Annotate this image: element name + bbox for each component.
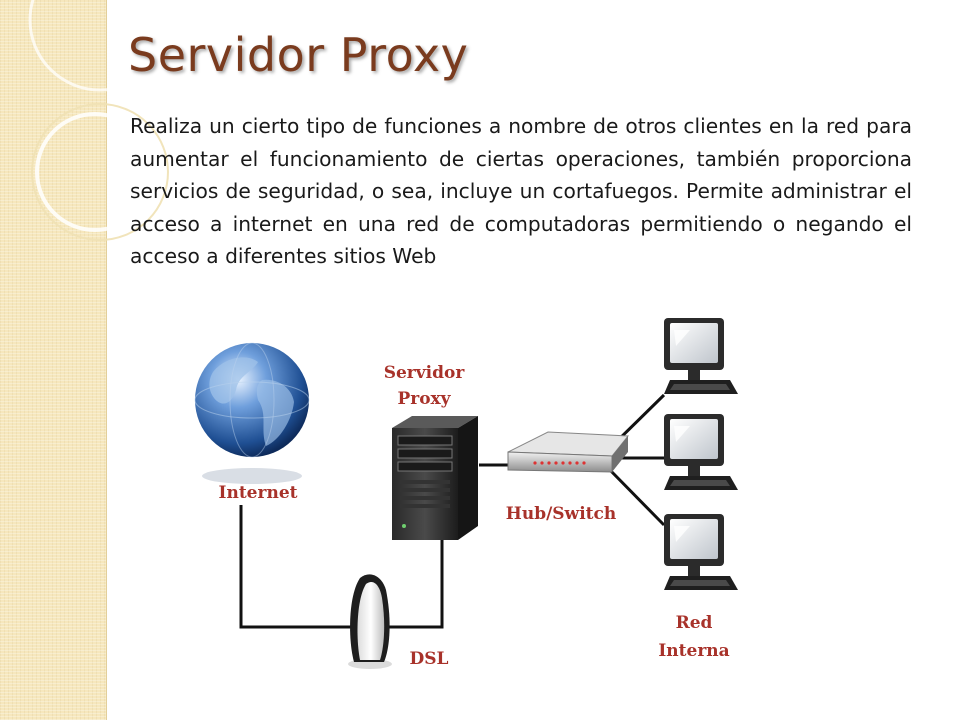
label-proxy-line2: Proxy (397, 389, 451, 409)
proxy-server-tower-icon (392, 416, 478, 540)
label-red-line2: Interna (658, 641, 729, 661)
side-decor-band (0, 0, 107, 720)
line-dsl-proxy (378, 540, 444, 629)
connector-lines (239, 393, 666, 629)
line-internet-dsl (239, 505, 356, 629)
label-dsl: DSL (410, 649, 449, 669)
slide-title: Servidor Proxy (128, 28, 469, 82)
internet-globe-icon (194, 342, 310, 484)
label-internet: Internet (219, 483, 298, 503)
internal-computer-icon (664, 414, 738, 490)
dsl-modem-icon (348, 574, 392, 669)
label-proxy-line1: Servidor (384, 363, 466, 383)
decor-circles (28, 0, 172, 241)
hub-switch-icon (507, 431, 630, 473)
line-hub-pc3 (606, 466, 666, 527)
label-hub-switch: Hub/Switch (506, 504, 616, 524)
label-red-line1: Red (676, 613, 713, 633)
slide-body-text: Realiza un cierto tipo de funciones a no… (130, 114, 912, 269)
internal-computer-icon (664, 514, 738, 590)
internal-computer-icon (664, 318, 738, 394)
